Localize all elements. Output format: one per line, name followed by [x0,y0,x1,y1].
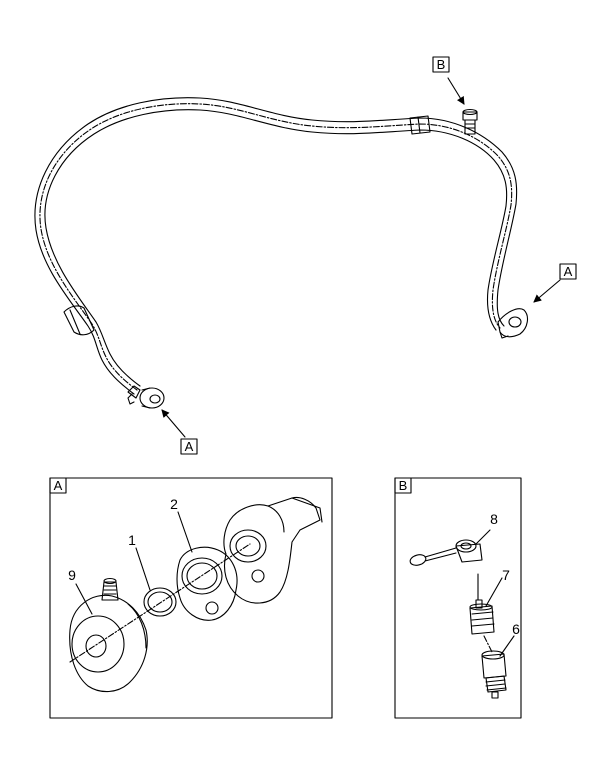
label-part-1: 1 [128,532,136,548]
callout-b-top: B [432,56,465,105]
part-7-valve-core [469,573,495,635]
label-part-9: 9 [68,567,76,583]
detail-b-label: B [399,478,408,493]
part-6-valve-body [481,635,507,699]
part-9-fitting [69,577,148,693]
label-part-8: 8 [490,511,498,527]
detail-a-panel: A [49,477,333,719]
callout-a-right-label: A [564,264,573,279]
left-hose-fitting [127,385,165,409]
callout-a-right: A [533,263,577,303]
label-part-6: 6 [512,621,520,637]
label-part-7: 7 [502,567,510,583]
callout-a-bottom-label: A [185,439,194,454]
part-8-cap [409,539,483,566]
detail-b-panel: B 8 7 [394,477,522,719]
callout-a-bottom: A [161,409,198,455]
mating-port-housing [223,496,323,604]
hose-assembly [34,97,529,409]
part-1-o-ring [143,587,177,617]
top-service-port-fitting [462,108,478,135]
part-2-gasket [176,546,238,621]
right-hose-fitting [497,308,529,339]
label-part-2: 2 [170,496,178,512]
callout-b-top-label: B [437,57,446,72]
detail-a-label: A [54,478,63,493]
